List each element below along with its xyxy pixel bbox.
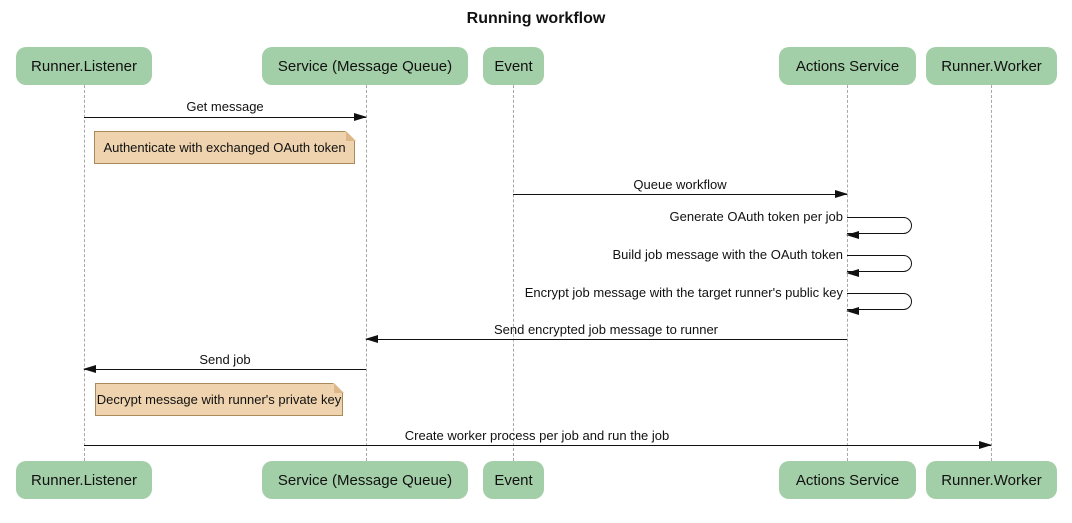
self-loop-build-job-message xyxy=(846,255,912,277)
message-label-send-job: Send job xyxy=(199,352,251,367)
actor-bottom-service-message-queue: Service (Message Queue) xyxy=(262,461,468,499)
message-arrow-send-encrypted-job xyxy=(365,334,847,343)
message-arrow-send-job xyxy=(83,364,366,373)
lifeline-runner-worker xyxy=(990,85,992,461)
message-label-encrypt-job-message: Encrypt job message with the target runn… xyxy=(524,285,843,300)
actor-top-actions-service: Actions Service xyxy=(779,47,916,85)
actor-top-runner-worker: Runner.Worker xyxy=(926,47,1057,85)
message-arrow-get-message xyxy=(84,112,367,121)
note-decrypt-message: Decrypt message with runner's private ke… xyxy=(95,382,344,416)
message-label-generate-oauth-token: Generate OAuth token per job xyxy=(669,209,843,224)
actor-top-service-message-queue: Service (Message Queue) xyxy=(262,47,468,85)
lifeline-event xyxy=(512,85,514,461)
message-arrow-queue-workflow xyxy=(513,189,848,198)
message-label-send-encrypted-job: Send encrypted job message to runner xyxy=(493,322,719,337)
message-arrow-create-worker-process xyxy=(84,440,992,449)
note-authenticate-oauth: Authenticate with exchanged OAuth token xyxy=(94,130,356,164)
message-label-create-worker-process: Create worker process per job and run th… xyxy=(404,428,670,443)
actor-bottom-actions-service: Actions Service xyxy=(779,461,916,499)
message-label-build-job-message: Build job message with the OAuth token xyxy=(612,247,843,262)
actor-bottom-runner-listener: Runner.Listener xyxy=(16,461,152,499)
actor-bottom-runner-worker: Runner.Worker xyxy=(926,461,1057,499)
message-label-queue-workflow: Queue workflow xyxy=(633,177,727,192)
self-loop-generate-oauth-token xyxy=(846,217,912,239)
lifeline-service-message-queue xyxy=(365,85,367,461)
diagram-title: Running workflow xyxy=(466,10,606,27)
self-loop-encrypt-job-message xyxy=(846,293,912,315)
actor-top-runner-listener: Runner.Listener xyxy=(16,47,152,85)
actor-top-event: Event xyxy=(483,47,544,85)
lifeline-runner-listener xyxy=(83,85,85,461)
actor-bottom-event: Event xyxy=(483,461,544,499)
message-label-get-message: Get message xyxy=(186,99,264,114)
